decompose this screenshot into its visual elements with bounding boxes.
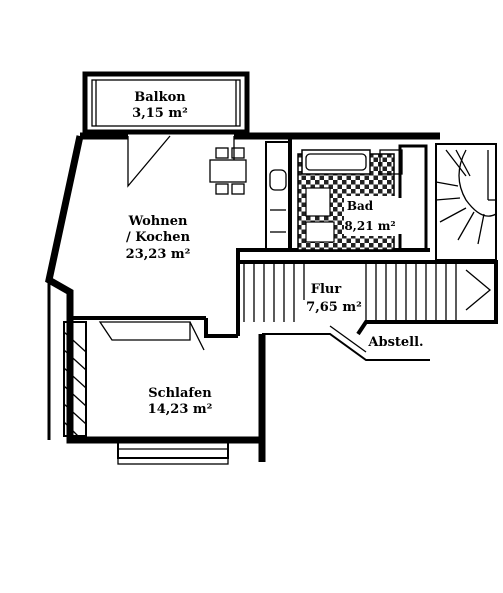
dining-table	[209, 147, 247, 195]
schlafen-area: 14,23 m²	[148, 402, 213, 417]
door-swings	[127, 135, 235, 188]
wohnen-area: 23,23 m²	[126, 247, 191, 262]
flur-name: Flur	[311, 282, 342, 297]
balcony	[82, 71, 250, 135]
bedroom-left-wall	[63, 321, 87, 437]
kitchen-counter	[265, 141, 291, 251]
bad-name: Bad	[347, 199, 374, 213]
bedroom-window	[117, 439, 229, 465]
hallway	[238, 260, 498, 361]
wohnen-name-line2: / Kochen	[126, 230, 191, 245]
balkon-name: Balkon	[134, 90, 186, 105]
schlafen-name: Schlafen	[148, 386, 212, 401]
flur-area: 7,65 m²	[306, 300, 362, 315]
bad-area: 8,21 m²	[344, 219, 395, 233]
balkon-area: 3,15 m²	[132, 106, 188, 121]
stairwell	[435, 143, 497, 261]
wohnen-name-line1: Wohnen	[128, 214, 188, 229]
abstell-name: Abstell.	[367, 335, 423, 350]
